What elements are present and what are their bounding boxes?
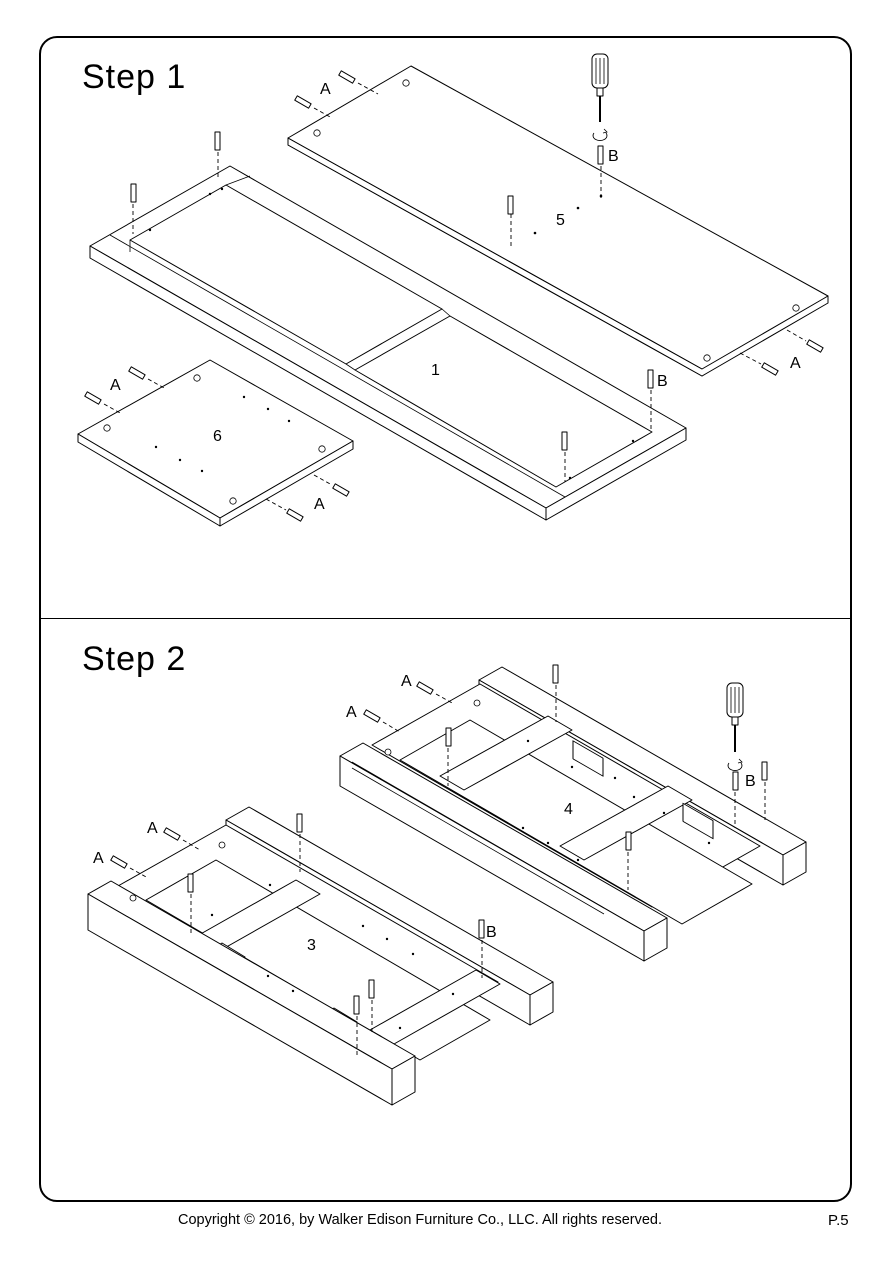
part-1-label: 1: [431, 362, 440, 379]
step-divider: [40, 618, 852, 619]
step-1-title: Step 1: [82, 58, 187, 96]
hardware-a-label: A: [346, 704, 357, 721]
cam-bolt-b: [597, 145, 604, 198]
cam-bolt-b: [130, 131, 654, 482]
panel-5: [287, 65, 829, 377]
cam-bolt-b: [507, 195, 514, 246]
panel-6: [77, 359, 354, 527]
hardware-a-label: A: [93, 850, 104, 867]
part-5-label: 5: [556, 212, 565, 229]
part-6-label: 6: [213, 428, 222, 445]
hardware-a-label: A: [401, 673, 412, 690]
hardware-a-label: A: [147, 820, 158, 837]
cam-bolt-b: [187, 813, 485, 1058]
dowel-a: [110, 827, 201, 879]
part-4-label: 4: [564, 801, 573, 818]
page-frame: [39, 36, 852, 1202]
frame-1: [89, 165, 687, 521]
hardware-a-label: A: [110, 377, 121, 394]
dowel-a: [363, 681, 455, 733]
hardware-b-label: B: [745, 773, 756, 790]
part-3-label: 3: [307, 937, 316, 954]
dowel-a: [84, 366, 350, 522]
hardware-b-label: B: [608, 148, 619, 165]
hardware-a-label: A: [320, 81, 331, 98]
cam-bolt-b: [445, 664, 768, 890]
hardware-a-label: A: [790, 355, 801, 372]
step-2-title: Step 2: [82, 640, 187, 678]
dowel-a: [294, 70, 824, 376]
hardware-a-label: A: [314, 496, 325, 513]
assembly-3: [87, 806, 554, 1106]
copyright-text: Copyright © 2016, by Walker Edison Furni…: [178, 1212, 663, 1228]
page-number: P.5: [828, 1212, 849, 1229]
screwdriver-icon: [591, 53, 609, 141]
screwdriver-icon: [726, 682, 744, 771]
hardware-b-label: B: [657, 373, 668, 390]
hardware-b-label: B: [486, 924, 497, 941]
assembly-4: [339, 666, 807, 962]
